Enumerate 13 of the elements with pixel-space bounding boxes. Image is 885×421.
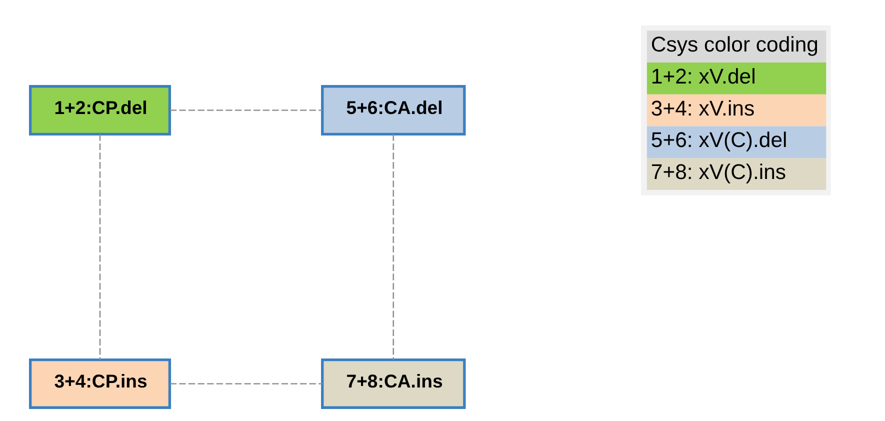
- label: Csys color coding: [650, 32, 819, 57]
- node-box: 5+6:CA.del: [321, 85, 466, 136]
- legend-label: 5+6: xV(C).del: [650, 128, 788, 152]
- connector: [170, 383, 322, 384]
- legend-label: 1+2: xV.del: [650, 64, 756, 88]
- legend-label: 3+4: xV.ins: [650, 96, 755, 120]
- node-box: 7+8:CA.ins: [321, 358, 466, 409]
- node-box: 3+4:CP.ins: [28, 358, 172, 409]
- connector: [392, 134, 394, 360]
- legend-label: 7+8: xV(C).ins: [650, 160, 786, 184]
- connector: [99, 134, 101, 360]
- connector: [170, 110, 322, 111]
- node-box: 1+2:CP.del: [28, 85, 172, 136]
